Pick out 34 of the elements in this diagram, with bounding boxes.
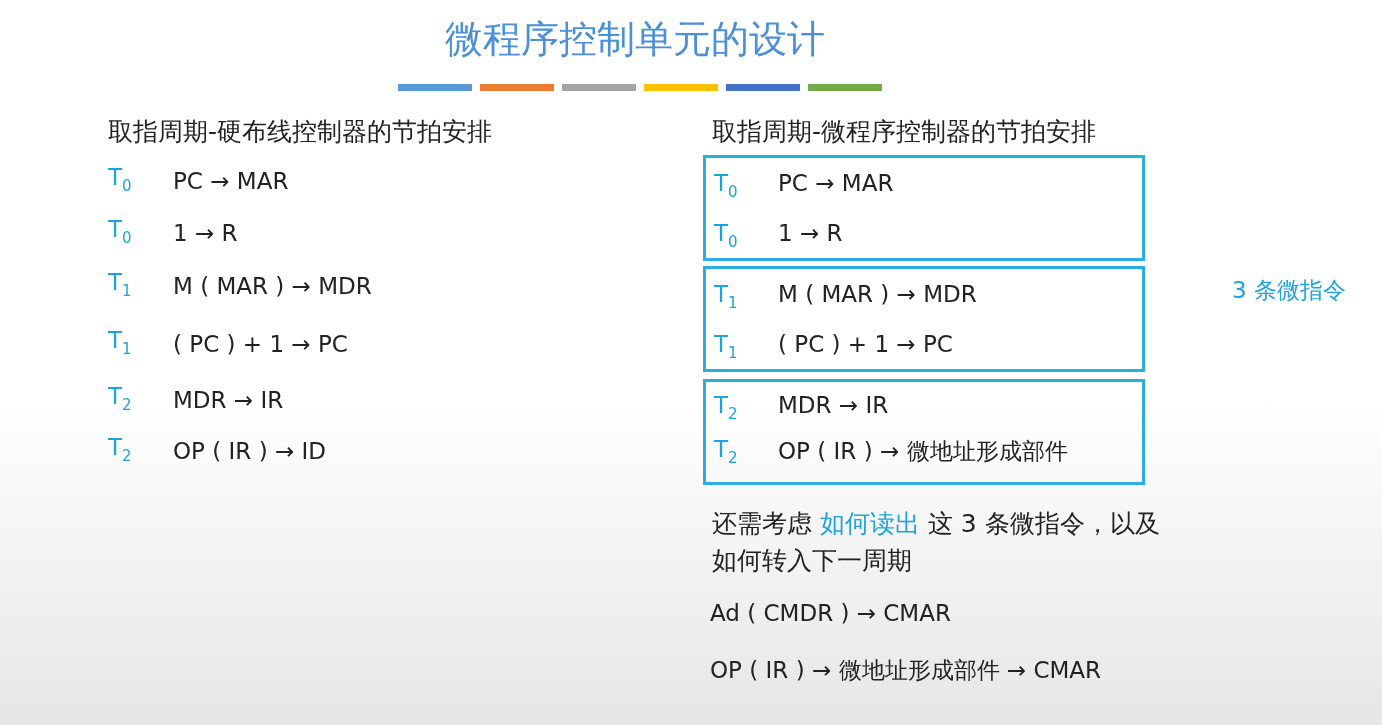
section-heading: 取指周期-硬布线控制器的节拍安排 (108, 116, 493, 148)
micro-operation: MDR → IR (173, 387, 284, 413)
timing-label: T$_{2}$ (714, 436, 738, 467)
slide-title: 微程序控制单元的设计 (444, 16, 826, 63)
micro-operation: M ( MAR ) → MDR (778, 281, 977, 307)
micro-operation: 1 → R (778, 220, 843, 246)
micro-operation: MDR → IR (778, 392, 889, 418)
section-heading: 取指周期-微程序控制器的节拍安排 (712, 116, 1097, 148)
timing-label: T$_{2}$ (108, 434, 132, 465)
micro-operation: ( PC ) + 1 → PC (173, 331, 348, 357)
instruction-count: 3 条微指令 (1232, 276, 1346, 305)
timing-label: T$_{1}$ (714, 331, 738, 362)
note-text: 还需考虑 如何读出 这 3 条微指令，以及如何转入下一周期 (712, 508, 1161, 577)
timing-label: T$_{1}$ (108, 269, 132, 300)
micro-instruction-box (703, 266, 1145, 372)
micro-instruction-box (703, 379, 1145, 485)
micro-operation: ( PC ) + 1 → PC (778, 331, 953, 357)
timing-label: T$_{0}$ (714, 170, 738, 201)
micro-operation: PC → MAR (778, 170, 894, 196)
timing-label: T$_{1}$ (108, 327, 132, 358)
micro-operation: Ad ( CMDR ) → CMAR (710, 600, 951, 626)
timing-label: T$_{1}$ (714, 281, 738, 312)
timing-label: T$_{0}$ (108, 216, 132, 247)
micro-instruction-box (703, 155, 1145, 261)
timing-label: T$_{2}$ (714, 392, 738, 423)
micro-operation: PC → MAR (173, 168, 289, 194)
micro-operation: OP ( IR ) → 微地址形成部件 → CMAR (710, 656, 1102, 685)
timing-label: T$_{0}$ (714, 220, 738, 251)
micro-operation: OP ( IR ) → ID (173, 438, 326, 464)
timing-label: T$_{0}$ (108, 164, 132, 195)
micro-operation: OP ( IR ) → 微地址形成部件 (778, 437, 1068, 466)
micro-operation: M ( MAR ) → MDR (173, 273, 372, 299)
timing-label: T$_{2}$ (108, 383, 132, 414)
micro-operation: 1 → R (173, 220, 238, 246)
